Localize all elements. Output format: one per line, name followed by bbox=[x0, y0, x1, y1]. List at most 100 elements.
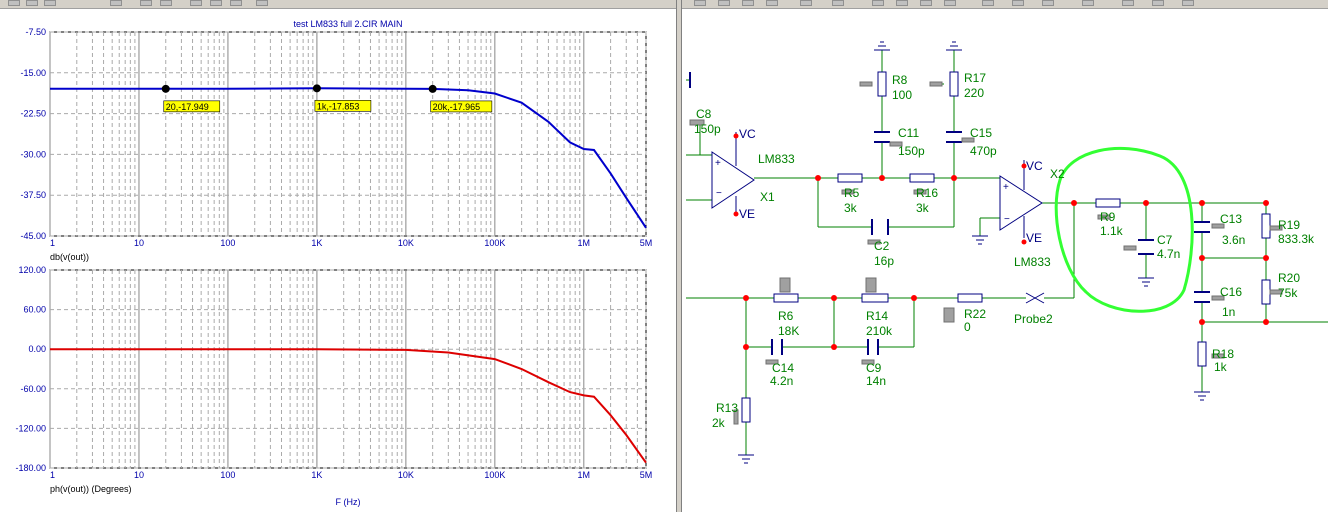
resistor-r5[interactable] bbox=[837, 173, 863, 183]
label-r18: R18 bbox=[1212, 347, 1234, 361]
cursor-point[interactable] bbox=[161, 84, 170, 93]
analysis-plot-window: test LM833 full 2.CIR MAIN -7.50-15.00-2… bbox=[0, 0, 676, 507]
label-c7: C7 bbox=[1157, 233, 1173, 247]
toolbar-button[interactable] bbox=[8, 0, 20, 6]
resistor-r8[interactable] bbox=[877, 71, 887, 97]
toolbar-button[interactable] bbox=[230, 0, 242, 6]
magnitude-y-axis: -7.50-15.00-22.50-30.00-37.50-45.00 bbox=[20, 27, 46, 241]
label-c15: C15 bbox=[970, 126, 992, 140]
resistor-r20[interactable] bbox=[1261, 279, 1271, 305]
resistor-r9[interactable] bbox=[1095, 198, 1121, 208]
label-r20: R20 bbox=[1278, 271, 1300, 285]
capacitors[interactable] bbox=[689, 72, 1210, 355]
label-r6: R6 bbox=[778, 309, 794, 323]
toolbar-button[interactable] bbox=[1122, 0, 1134, 6]
y-tick-label: -45.00 bbox=[20, 231, 46, 241]
label-r19-value: 833.3k bbox=[1278, 232, 1315, 246]
toolbar-button[interactable] bbox=[872, 0, 884, 6]
toolbar-button[interactable] bbox=[256, 0, 268, 6]
opamp-x2[interactable] bbox=[999, 175, 1043, 231]
toolbar-button[interactable] bbox=[1152, 0, 1164, 6]
label-r8: R8 bbox=[892, 73, 908, 87]
phase-trace bbox=[50, 348, 647, 464]
label-c13-value: 3.6n bbox=[1222, 233, 1245, 247]
toolbar-button[interactable] bbox=[1082, 0, 1094, 6]
opamp-x1[interactable] bbox=[711, 151, 755, 209]
toolbar-button[interactable] bbox=[140, 0, 152, 6]
toolbar-button[interactable] bbox=[26, 0, 38, 6]
resistor-r19[interactable] bbox=[1261, 213, 1271, 239]
resistor-r22[interactable] bbox=[957, 293, 983, 303]
x-tick-label: 1 bbox=[50, 470, 55, 480]
toolbar-button[interactable] bbox=[44, 0, 56, 6]
y-tick-label: 120.00 bbox=[18, 265, 46, 275]
svg-text:−: − bbox=[1004, 214, 1010, 225]
toolbar-button[interactable] bbox=[160, 0, 172, 6]
label-c13: C13 bbox=[1220, 212, 1242, 226]
x-tick-label: 1K bbox=[311, 470, 322, 480]
toolbar-button[interactable] bbox=[742, 0, 754, 6]
toolbar-button[interactable] bbox=[800, 0, 812, 6]
label-r6-value: 18K bbox=[778, 324, 799, 338]
resistor-r16[interactable] bbox=[909, 173, 935, 183]
toolbar-button[interactable] bbox=[718, 0, 730, 6]
resistor-r17[interactable] bbox=[949, 71, 959, 97]
resistor-r14[interactable] bbox=[861, 293, 889, 303]
toolbar-button[interactable] bbox=[832, 0, 844, 6]
label-r17: R17 bbox=[964, 71, 986, 85]
toolbar-button[interactable] bbox=[1042, 0, 1054, 6]
y-tick-label: -120.00 bbox=[15, 423, 46, 433]
magnitude-label: db(v(out)) bbox=[50, 252, 89, 262]
resistor-r6[interactable] bbox=[773, 293, 799, 303]
toolbar-button[interactable] bbox=[944, 0, 956, 6]
label-ve1: VE bbox=[739, 207, 755, 221]
cursor-point[interactable] bbox=[428, 84, 437, 93]
window-splitter[interactable] bbox=[676, 0, 682, 512]
toolbar-button[interactable] bbox=[896, 0, 908, 6]
label-opamp1: LM833 bbox=[758, 152, 795, 166]
bode-plot: test LM833 full 2.CIR MAIN -7.50-15.00-2… bbox=[15, 19, 653, 507]
label-r13: R13 bbox=[716, 401, 738, 415]
resistor-r18[interactable] bbox=[1197, 341, 1207, 367]
y-tick-label: 0.00 bbox=[28, 344, 46, 354]
label-vc2: VC bbox=[1026, 159, 1043, 173]
plot-toolbar bbox=[0, 0, 676, 9]
components[interactable] bbox=[741, 71, 1271, 423]
svg-text:−: − bbox=[716, 188, 722, 199]
cursor-label-box bbox=[314, 100, 372, 112]
label-r14: R14 bbox=[866, 309, 888, 323]
y-tick-label: 60.00 bbox=[23, 305, 46, 315]
toolbar-button[interactable] bbox=[920, 0, 932, 6]
ground-symbols bbox=[738, 41, 1210, 464]
probe-marker[interactable] bbox=[1025, 292, 1045, 304]
x-tick-label: 5M bbox=[640, 470, 653, 480]
toolbar-button[interactable] bbox=[694, 0, 706, 6]
magnitude-plot-area[interactable] bbox=[49, 31, 647, 237]
x-tick-label: 5M bbox=[640, 238, 653, 248]
part-handles[interactable] bbox=[689, 81, 1283, 425]
y-tick-label: -15.00 bbox=[20, 68, 46, 78]
svg-text:+: + bbox=[715, 158, 721, 169]
schematic-canvas[interactable]: +− +− C8 bbox=[682, 0, 1328, 512]
y-tick-label: -22.50 bbox=[20, 109, 46, 119]
svg-text:+: + bbox=[1003, 182, 1009, 193]
toolbar-button[interactable] bbox=[1012, 0, 1024, 6]
toolbar-button[interactable] bbox=[110, 0, 122, 6]
toolbar-button[interactable] bbox=[190, 0, 202, 6]
toolbar-button[interactable] bbox=[1182, 0, 1194, 6]
x-tick-label: 100K bbox=[484, 238, 505, 248]
cursor-label: 1k,-17.853 bbox=[317, 101, 360, 111]
toolbar-button[interactable] bbox=[982, 0, 994, 6]
label-r18-value: 1k bbox=[1214, 360, 1228, 374]
label-c16-value: 1n bbox=[1222, 305, 1235, 319]
toolbar-button[interactable] bbox=[210, 0, 222, 6]
cursor-point[interactable] bbox=[312, 84, 321, 93]
schematic-labels: C8 150p VC VE X1 LM833 R8 100 R17 220 C1… bbox=[694, 71, 1315, 430]
resistor-r13[interactable] bbox=[741, 397, 751, 423]
toolbar-button[interactable] bbox=[766, 0, 778, 6]
label-r9: R9 bbox=[1100, 210, 1116, 224]
x-tick-label: 1 bbox=[50, 238, 55, 248]
